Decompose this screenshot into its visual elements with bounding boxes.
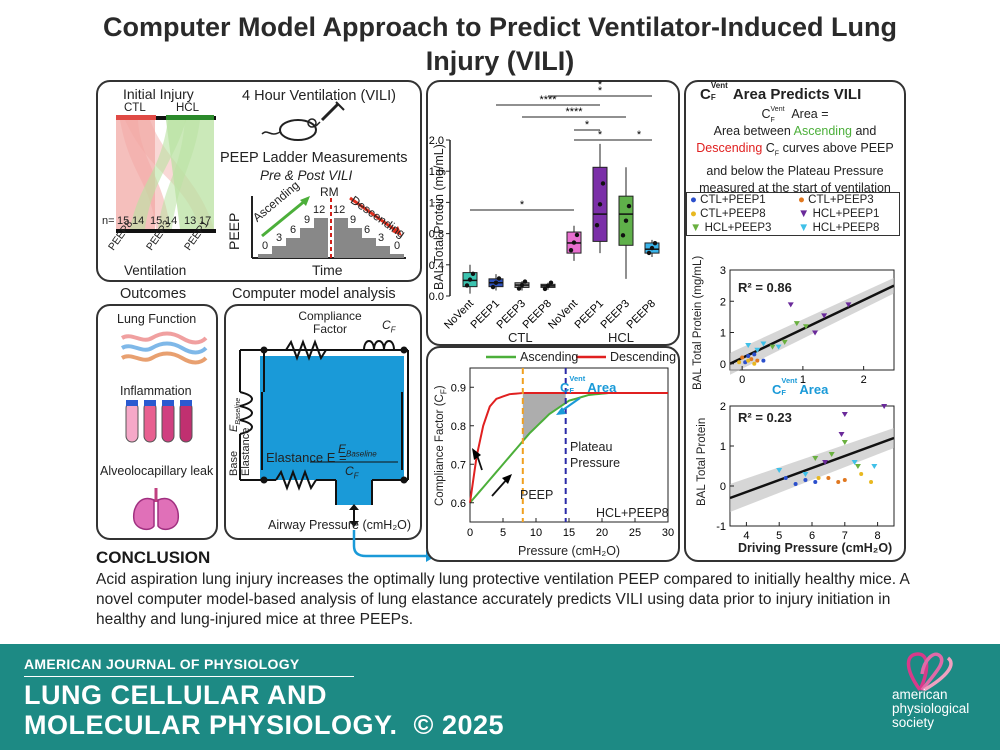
legend-item-ctl-peep8: ● CTL+PEEP8 <box>690 208 766 220</box>
lung-function-label: Lung Function <box>117 312 197 326</box>
model-heading: Computer model analysis <box>232 286 396 302</box>
page-title: Computer Model Approach to Predict Venti… <box>0 10 1000 78</box>
inflammation-label: Inflammation <box>120 384 192 398</box>
n-label: n= <box>102 215 115 227</box>
initial-injury-label: Initial Injury <box>123 86 194 102</box>
journal-footer <box>0 644 1000 750</box>
time-axis-label: Time <box>312 262 343 278</box>
conclusion-text: Acid aspiration lung injury increases th… <box>96 571 910 628</box>
right-legend-box <box>686 192 900 236</box>
peep-ladder-title: PEEP Ladder Measurements <box>220 150 408 166</box>
legend-dot-3: ● <box>690 208 697 220</box>
scatter2-r2: R² = 0.23 <box>738 410 792 425</box>
ladder-val-10: 0 <box>394 240 401 252</box>
eq-denominator: CF <box>345 464 359 481</box>
count-5: 13 <box>184 215 197 227</box>
ladder-val-5: 12 <box>313 204 326 216</box>
boxplot-group-ctl: CTL <box>508 330 533 345</box>
ladder-val-8: 6 <box>364 224 371 236</box>
elastance-equation: Elastance E = <box>266 450 347 465</box>
cf-peep-label: PEEP <box>520 488 554 502</box>
count-2: 14 <box>132 215 145 227</box>
copyright: © 2025 <box>413 710 505 740</box>
legend-item-hcl-peep3: ▼ HCL+PEEP3 <box>690 222 772 234</box>
boxplot-group-hcl: HCL <box>608 330 635 345</box>
outcomes-panel <box>96 304 218 540</box>
conclusion-heading: CONCLUSION <box>96 548 211 567</box>
cf-curve-panel <box>426 346 680 562</box>
scatter1-ylabel: BAL Total Protein (mg/mL) <box>692 255 704 390</box>
ladder-val-7: 9 <box>350 214 357 226</box>
cf-ylabel: Compliance Factor (CF) <box>434 385 449 506</box>
scatter2-xlabel: Driving Pressure (cmH₂O) <box>738 541 893 555</box>
ladder-val-3: 6 <box>290 224 297 236</box>
count-3: 15 <box>150 215 163 227</box>
count-1: 15 <box>117 215 130 227</box>
ladder-val-6: 12 <box>333 204 346 216</box>
scatter2-ylabel: BAL Total Protein <box>696 417 708 506</box>
leak-label: Alveolocapillary leak <box>100 464 214 478</box>
ladder-val-4: 9 <box>304 214 311 226</box>
base-elastance-label: Base Elastance <box>228 427 252 476</box>
outcomes-heading: Outcomes <box>120 286 187 302</box>
rm-label: RM <box>320 185 339 199</box>
ladder-val-9: 3 <box>378 232 385 244</box>
count-6: 17 <box>199 215 212 227</box>
ventilation-label: Ventilation <box>124 263 187 278</box>
scatter1-r2: R² = 0.86 <box>738 280 792 295</box>
cf-label: CF <box>382 318 396 335</box>
legend-tri-6: ▼ <box>798 222 810 234</box>
journal-title-line-2: MOLECULAR PHYSIOLOGY. © 2025 <box>24 710 505 740</box>
hcl-label: HCL <box>176 102 200 114</box>
model-panel <box>224 304 422 540</box>
compliance-factor-label: Compliance Factor <box>298 309 362 336</box>
legend-tri-5: ▼ <box>690 222 702 234</box>
legend-item-ctl-peep3: ● CTL+PEEP3 <box>798 194 874 206</box>
peep-axis-label: PEEP <box>226 212 242 250</box>
legend-item-hcl-peep1: ▼ HCL+PEEP1 <box>798 208 880 220</box>
journal-title-line-1: LUNG CELLULAR AND <box>24 680 327 710</box>
eq-numerator: EBaseline <box>338 442 377 459</box>
cf-legend-descending: Descending <box>610 350 677 364</box>
footer-rule <box>24 676 354 677</box>
cf-pressure-label: Pressure <box>570 456 621 470</box>
legend-item-hcl-peep8: ▼ HCL+PEEP8 <box>798 222 880 234</box>
count-4: 14 <box>165 215 178 227</box>
ladder-val-1: 0 <box>262 240 269 252</box>
title-line-1: Computer Model Approach to Predict Venti… <box>102 12 898 42</box>
cf-group-label: HCL+PEEP8 <box>596 506 669 520</box>
legend-item-ctl-peep1: ● CTL+PEEP1 <box>690 194 766 206</box>
boxplot-ylabel: BAL Total Protein (mg/mL) <box>432 144 446 290</box>
legend-tri-4: ▼ <box>798 208 810 220</box>
society-name: american physiological society <box>892 687 970 730</box>
legend-dot-1: ● <box>690 194 697 206</box>
ladder-val-2: 3 <box>276 232 283 244</box>
legend-dot-2: ● <box>798 194 805 206</box>
pre-post-label: Pre & Post VILI <box>260 168 353 183</box>
ventilation-title: 4 Hour Ventilation (VILI) <box>242 88 396 104</box>
cf-legend-ascending: Ascending <box>520 350 579 364</box>
title-line-2: Injury (VILI) <box>425 46 575 76</box>
boxplot-panel <box>426 80 680 346</box>
journal-name-small: AMERICAN JOURNAL OF PHYSIOLOGY <box>24 656 300 672</box>
airway-pressure-label: Airway Pressure (cmH₂O) <box>268 518 412 532</box>
ctl-label: CTL <box>124 102 146 114</box>
cf-plateau-label: Plateau <box>570 440 613 454</box>
cf-xlabel: Pressure (cmH₂O) <box>518 544 621 558</box>
